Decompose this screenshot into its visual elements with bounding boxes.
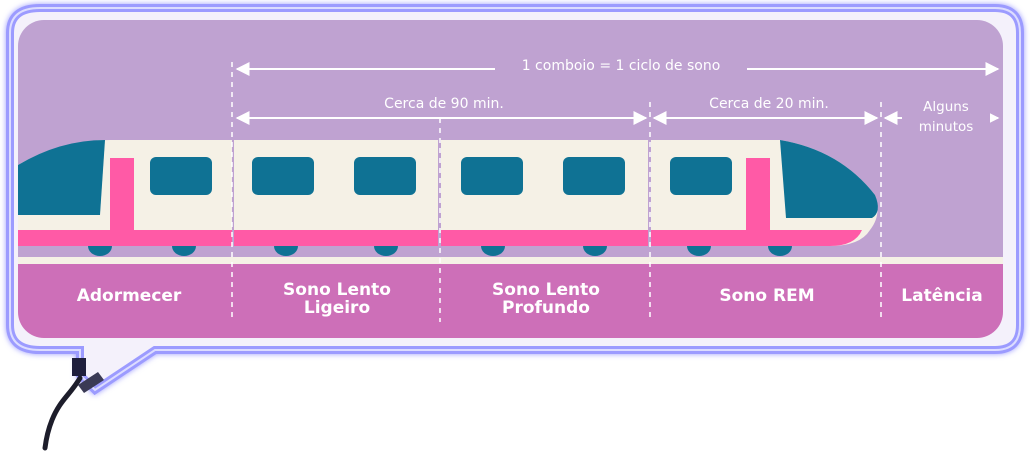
ground-band	[18, 264, 1003, 338]
stage-label-light-sleep: Sono Lento Ligeiro	[283, 280, 391, 318]
train-window	[252, 157, 314, 195]
rem-duration: Cerca de 20 min.	[688, 97, 850, 112]
latency-duration: Alguns minutos	[902, 97, 990, 138]
train-window	[150, 157, 212, 195]
slow-sleep-duration: Cerca de 90 min.	[358, 97, 530, 112]
train-wheels	[88, 246, 792, 256]
stage-label-latency: Latência	[901, 286, 983, 306]
neon-plug	[42, 358, 104, 451]
stage-label-rem: Sono REM	[719, 286, 815, 306]
cycle-label: 1 comboio = 1 ciclo de sono	[495, 59, 747, 74]
stage-separators	[231, 62, 882, 322]
train-window	[461, 157, 523, 195]
rail	[18, 257, 1003, 264]
train	[18, 140, 878, 256]
stage-label-falling-asleep: Adormecer	[76, 286, 182, 306]
train-window	[563, 157, 625, 195]
stage-label-deep-sleep: Sono Lento Profundo	[492, 280, 600, 318]
train-window	[354, 157, 416, 195]
train-window	[670, 157, 732, 195]
